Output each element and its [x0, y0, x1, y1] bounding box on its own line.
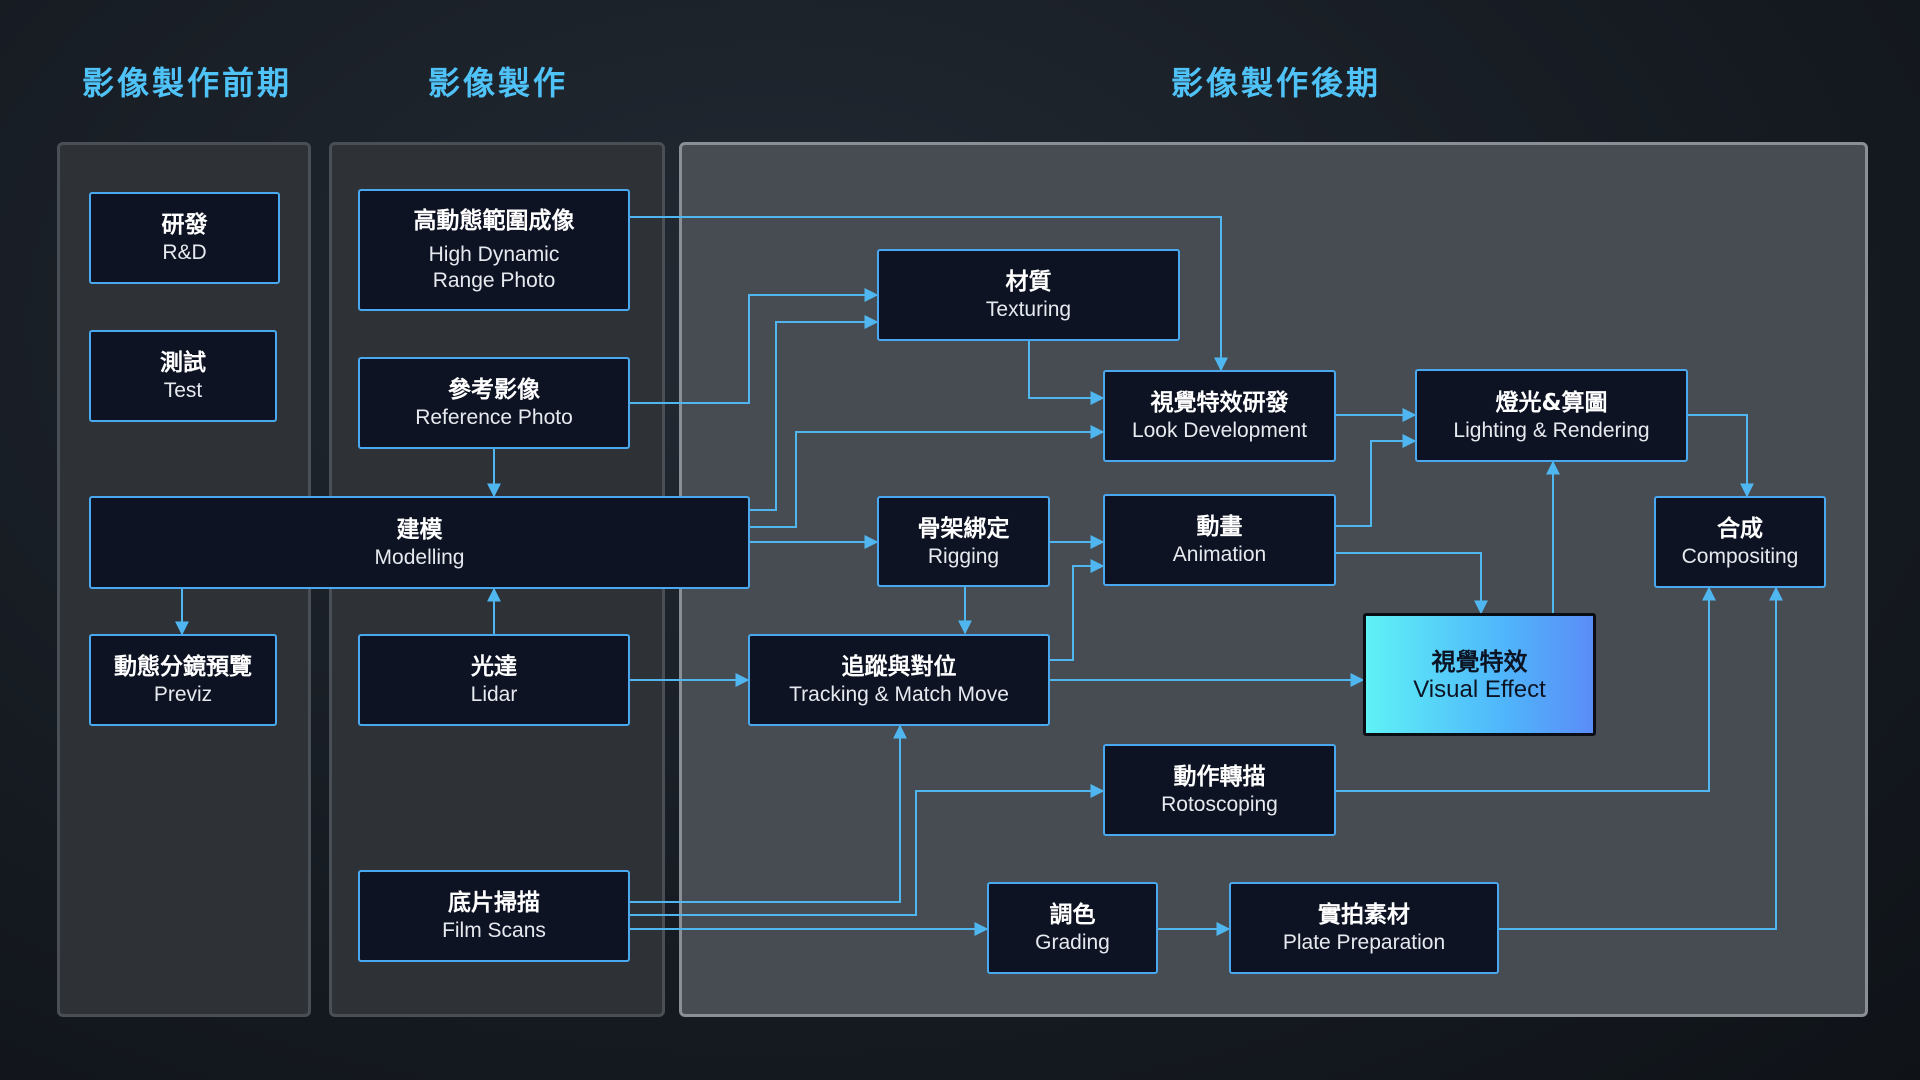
node-rotoscoping-zh: 動作轉描: [1173, 764, 1266, 790]
node-rotoscoping-en: Rotoscoping: [1161, 793, 1278, 816]
node-lighting-rendering-zh: 燈光&算圖: [1495, 389, 1608, 416]
node-plate-preparation-zh: 實拍素材: [1318, 902, 1410, 928]
node-test-en: Test: [163, 379, 203, 402]
node-animation-zh: 動畫: [1196, 514, 1243, 540]
node-lidar-en: Lidar: [470, 683, 518, 706]
node-tracking-match-move[interactable]: 追蹤與對位 Tracking & Match Move: [748, 634, 1050, 726]
phase-title-post: 影像製作後期: [1171, 64, 1382, 102]
node-rd-zh: 研發: [161, 212, 208, 238]
node-reference-photo-zh: 參考影像: [448, 377, 540, 403]
node-texturing[interactable]: 材質 Texturing: [877, 249, 1180, 341]
node-tracking-en: Tracking & Match Move: [789, 683, 1009, 706]
node-modelling[interactable]: 建模 Modelling: [89, 496, 750, 589]
node-tracking-zh: 追蹤與對位: [841, 654, 957, 680]
node-lidar-zh: 光達: [471, 654, 517, 680]
node-previz-en: Previz: [153, 683, 213, 706]
node-rd-en: R&D: [162, 241, 207, 264]
node-modelling-zh: 建模: [396, 516, 443, 543]
node-previz-zh: 動態分鏡預覽: [114, 654, 252, 680]
node-plate-preparation[interactable]: 實拍素材 Plate Preparation: [1229, 882, 1499, 974]
node-compositing-zh: 合成: [1717, 516, 1763, 542]
node-film-scans-en: Film Scans: [442, 919, 546, 942]
node-film-scans-zh: 底片掃描: [448, 890, 540, 916]
node-rd[interactable]: 研發 R&D: [89, 192, 280, 284]
node-grading-en: Grading: [1035, 931, 1110, 954]
node-texturing-en: Texturing: [985, 298, 1072, 321]
node-look-development[interactable]: 視覺特效研發 Look Development: [1103, 370, 1336, 462]
node-look-development-en: Look Development: [1131, 419, 1308, 442]
node-test[interactable]: 測試 Test: [89, 330, 277, 422]
node-visual-effect-en: Visual Effect: [1413, 675, 1546, 703]
node-lighting-rendering-en: Lighting & Rendering: [1453, 418, 1650, 442]
node-compositing-en: Compositing: [1681, 545, 1799, 568]
node-grading-zh: 調色: [1049, 902, 1096, 928]
node-hdr-en: High Dynamic Range Photo: [428, 243, 560, 292]
node-test-zh: 測試: [160, 350, 206, 376]
node-reference-photo[interactable]: 參考影像 Reference Photo: [358, 357, 630, 449]
node-hdr-zh: 高動態範圍成像: [413, 208, 575, 234]
node-rigging-en: Rigging: [927, 544, 1000, 568]
node-rigging[interactable]: 骨架綁定 Rigging: [877, 496, 1050, 587]
node-modelling-en: Modelling: [374, 545, 465, 569]
node-rotoscoping[interactable]: 動作轉描 Rotoscoping: [1103, 744, 1336, 836]
node-plate-preparation-en: Plate Preparation: [1282, 931, 1446, 954]
node-texturing-zh: 材質: [1005, 269, 1052, 295]
phase-title-pre: 影像製作前期: [82, 64, 293, 102]
node-hdr[interactable]: 高動態範圍成像 High Dynamic Range Photo: [358, 189, 630, 311]
phase-title-production: 影像製作: [428, 64, 569, 102]
node-animation[interactable]: 動畫 Animation: [1103, 494, 1336, 586]
node-grading[interactable]: 調色 Grading: [987, 882, 1158, 974]
node-previz[interactable]: 動態分鏡預覽 Previz: [89, 634, 277, 726]
node-rigging-zh: 骨架綁定: [917, 515, 1010, 542]
node-lidar[interactable]: 光達 Lidar: [358, 634, 630, 726]
node-compositing[interactable]: 合成 Compositing: [1654, 496, 1826, 588]
node-animation-en: Animation: [1172, 543, 1267, 566]
node-lighting-rendering[interactable]: 燈光&算圖 Lighting & Rendering: [1415, 369, 1688, 462]
node-visual-effect-zh: 視覺特效: [1431, 647, 1528, 676]
node-visual-effect[interactable]: 視覺特效 Visual Effect: [1363, 613, 1596, 736]
node-reference-photo-en: Reference Photo: [415, 406, 573, 429]
node-film-scans[interactable]: 底片掃描 Film Scans: [358, 870, 630, 962]
node-look-development-zh: 視覺特效研發: [1150, 390, 1289, 416]
